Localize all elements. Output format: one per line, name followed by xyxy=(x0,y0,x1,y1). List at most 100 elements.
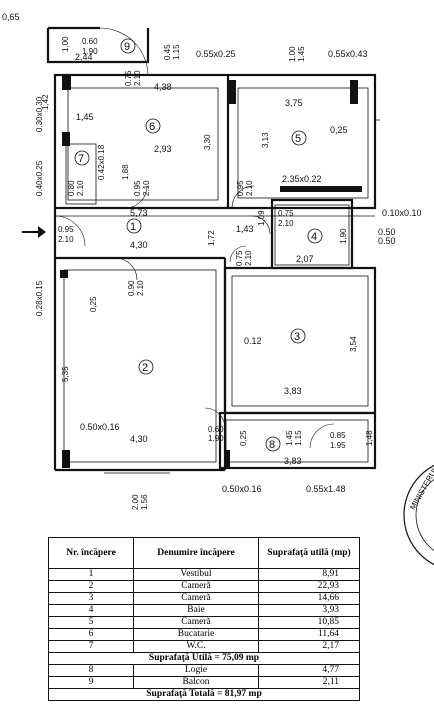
dim-label: 0,25 xyxy=(89,296,98,312)
dim-label: 3,75 xyxy=(285,98,303,108)
dim-label: 2,93 xyxy=(154,144,172,154)
room-9-number: 9 xyxy=(124,41,130,53)
dim-label: 1,90 xyxy=(339,228,348,244)
dim-label: 2.10 xyxy=(278,219,294,228)
dim-label: 1.95 xyxy=(330,441,346,450)
dim-label: 0.50x0.16 xyxy=(80,422,120,432)
rooms-table: Nr. încăpere Denumire încăpere Suprafaţă… xyxy=(48,537,360,701)
dim-label: 0.60 xyxy=(82,37,98,46)
dim-label: 0.95 xyxy=(58,225,74,234)
room-4-number: 4 xyxy=(311,231,317,243)
dim-label: 5,73 xyxy=(130,208,148,218)
dim-label: 3,13 xyxy=(261,132,270,148)
room-6-number: 6 xyxy=(149,121,155,133)
dim-label: 0,25 xyxy=(330,125,348,135)
col-header-nr: Nr. încăpere xyxy=(48,537,134,569)
dim-label: 1.45 xyxy=(297,46,306,62)
dim-label: 1,45 xyxy=(76,112,94,122)
col-header-name: Denumire încăpere xyxy=(133,537,259,569)
subtotal-row: Suprafaţă Utilă = 75,09 mp xyxy=(48,652,360,665)
dim-label: 1.90 xyxy=(208,434,224,443)
room-7-number: 7 xyxy=(78,153,84,165)
dim-label: 0.42x0.18 xyxy=(97,144,106,180)
dim-label: 4,38 xyxy=(154,82,172,92)
dim-label: 2.10 xyxy=(244,250,253,266)
dim-label: 2.10 xyxy=(245,180,254,196)
dim-label: 1,00 xyxy=(61,36,70,52)
dim-label: 0.10x0.10 xyxy=(382,208,422,218)
dim-label: 2.10 xyxy=(136,280,145,296)
dim-label: 0,25 xyxy=(239,430,248,446)
room-1-number: 1 xyxy=(130,221,136,233)
dim-label: 0.75 xyxy=(235,250,244,266)
dim-label: 0.95 xyxy=(236,180,245,196)
dim-label: 3,83 xyxy=(284,386,302,396)
dim-label: 2.10 xyxy=(142,180,151,196)
dim-label: 4,30 xyxy=(130,434,148,444)
dim-label: 5,35 xyxy=(61,366,70,382)
dim-label: 3,83 xyxy=(284,456,302,466)
dim-label: 2.10 xyxy=(58,235,74,244)
dim-label: 0.45 xyxy=(163,44,172,60)
dim-label: 1,09 xyxy=(257,210,266,226)
dim-label: 1.00 xyxy=(288,46,297,62)
ministry-seal: MINISTERUL AP xyxy=(400,440,434,590)
dim-label: 4,30 xyxy=(130,240,148,250)
dim-label: 0.85 xyxy=(330,431,346,440)
floor-plan: 9 6 5 7 1 4 3 2 8 0,65 1,00 0.60 1.90 2,… xyxy=(2,12,422,510)
dim-label: 0.55x1.48 xyxy=(306,484,346,494)
dim-label: 1.45 xyxy=(285,430,294,446)
room-8-number: 8 xyxy=(269,439,275,451)
dim-label: 0.80 xyxy=(67,180,76,196)
dimension-labels: 0,65 1,00 0.60 1.90 2,44 0.75 2.10 0.45 … xyxy=(2,12,422,510)
dim-label: 0.75 xyxy=(124,70,133,86)
dim-label: 0.75 xyxy=(278,209,294,218)
dim-label: 0.90 xyxy=(127,280,136,296)
dim-label: 1,43 xyxy=(236,224,254,234)
dim-label: 0.60 xyxy=(208,425,224,434)
dim-label: 1.15 xyxy=(294,430,303,446)
dim-label: 2,44 xyxy=(75,52,93,62)
room-2-number: 2 xyxy=(142,362,148,374)
dim-label: 1,42 xyxy=(41,94,50,110)
door-swings xyxy=(54,27,335,449)
dim-label: 2.10 xyxy=(76,180,85,196)
dim-label: 2.10 xyxy=(133,70,142,86)
dim-label: 0.30x0.30 xyxy=(35,96,44,132)
entry-arrow xyxy=(22,226,46,238)
seal-text: MINISTERUL AP xyxy=(408,454,434,511)
dim-label: 2.35x0.22 xyxy=(282,174,322,184)
dim-label: 1.56 xyxy=(140,494,149,510)
dim-label: 0.50x0.16 xyxy=(222,484,262,494)
room-5-number: 5 xyxy=(295,133,301,145)
total-row: Suprafaţă Totală = 81,97 mp xyxy=(48,688,360,701)
room-numbers: 9 6 5 7 1 4 3 2 8 xyxy=(74,38,323,452)
dim-label: 0.55x0.25 xyxy=(196,49,236,59)
dim-label: 0.50 xyxy=(378,227,396,237)
dim-label: 1,88 xyxy=(121,164,130,180)
dim-label: 0.95 xyxy=(133,180,142,196)
dim-label: 0.50 xyxy=(378,236,396,246)
dim-label: 0,65 xyxy=(2,12,20,22)
dim-label: 1.90 xyxy=(82,47,98,56)
dim-label: 1,48 xyxy=(365,430,374,446)
windows xyxy=(104,74,380,474)
dim-label: 1,72 xyxy=(207,230,216,246)
room-3-number: 3 xyxy=(294,331,300,343)
dim-label: 2,07 xyxy=(296,254,314,264)
dim-label: 0.28x0.15 xyxy=(35,280,44,316)
dim-label: 3,54 xyxy=(349,336,358,352)
table-header-row: Nr. încăpere Denumire încăpere Suprafaţă… xyxy=(48,537,360,569)
dim-label: 0.55x0.43 xyxy=(328,49,368,59)
upper-walls xyxy=(53,73,377,210)
dim-label: 0.40x0.25 xyxy=(35,160,44,196)
